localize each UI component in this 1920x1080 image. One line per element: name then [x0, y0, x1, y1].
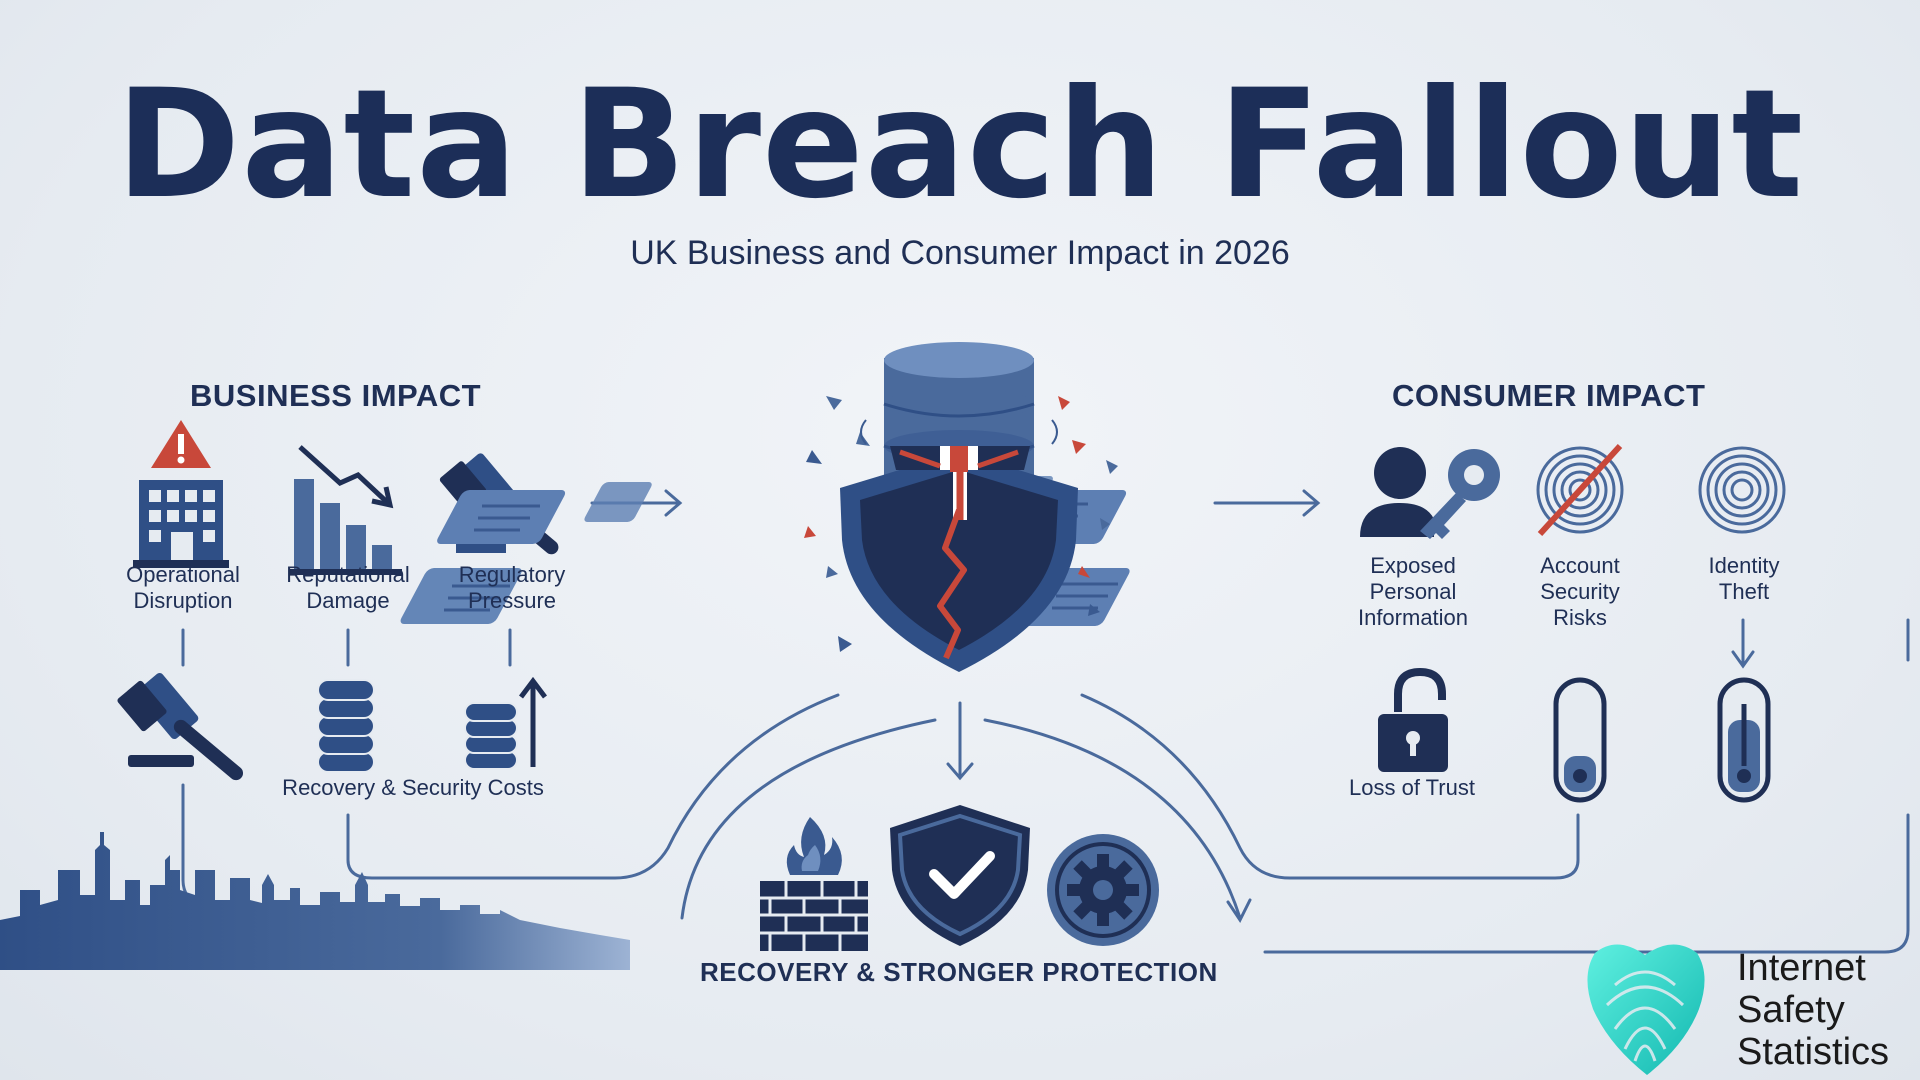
- gear-icon: [1047, 834, 1159, 946]
- debris-fragments: [804, 396, 1118, 652]
- city-skyline: [0, 832, 630, 970]
- page-subtitle: UK Business and Consumer Impact in 2026: [630, 234, 1290, 272]
- crossed-fingerprint-icon: [1536, 443, 1624, 537]
- brand-shield-fingerprint-logo: [1587, 944, 1705, 1075]
- connector-lines: [181, 489, 1910, 954]
- person-key-icon: [1360, 447, 1500, 539]
- recovery-protection-label: RECOVERY & STRONGER PROTECTION: [700, 957, 1218, 987]
- recovery-costs-label: Recovery & Security Costs: [282, 775, 544, 800]
- alert-building-icon: [133, 420, 229, 568]
- firewall-icon: [760, 817, 868, 951]
- breached-shield-icon: [840, 446, 1078, 672]
- consumer-impact-heading: CONSUMER IMPACT: [1392, 378, 1706, 413]
- fingerprint-icon: [1698, 446, 1786, 534]
- high-gauge-icon: [1717, 677, 1771, 803]
- declining-chart-icon: [290, 445, 402, 575]
- check-shield-icon: [890, 805, 1030, 946]
- page-title: Data Breach Fallout: [115, 58, 1805, 232]
- low-gauge-icon: [1553, 677, 1607, 803]
- rising-coins-icon: [464, 676, 547, 770]
- impact-arcs: [860, 419, 1058, 445]
- gavel-icon-large: [117, 672, 244, 781]
- database-coins-icon: [317, 679, 375, 773]
- business-impact-heading: BUSINESS IMPACT: [190, 378, 482, 413]
- open-lock-icon: [1378, 667, 1448, 772]
- loss-of-trust-label: Loss of Trust: [1349, 775, 1475, 800]
